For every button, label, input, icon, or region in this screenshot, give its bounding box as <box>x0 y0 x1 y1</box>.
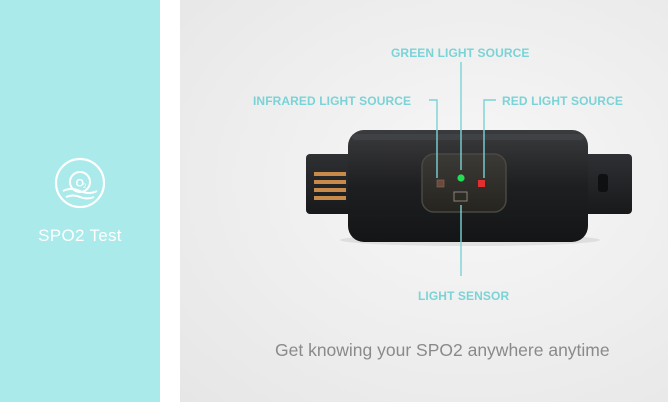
sensor-device-illustration <box>306 130 632 246</box>
oxygen-icon-letter: O <box>76 178 85 190</box>
green-led <box>457 174 465 182</box>
sensor-window <box>421 153 507 213</box>
red-callout-line <box>483 99 496 178</box>
sidebar-label: SPO2 Test <box>38 226 122 245</box>
light-sensor-label: LIGHT SENSOR <box>418 289 510 303</box>
red-light-source-label: RED LIGHT SOURCE <box>502 94 623 108</box>
sensor-diagram: GREEN LIGHT SOURCE INFRARED LIGHT SOURCE… <box>180 0 668 402</box>
oxygen-drop-icon: O 2 <box>54 157 106 209</box>
green-light-source-label: GREEN LIGHT SOURCE <box>391 46 530 60</box>
divider-gap <box>160 0 180 402</box>
tagline: Get knowing your SPO2 anywhere anytime <box>275 340 610 360</box>
infrared-led <box>436 179 445 188</box>
connector-pins <box>314 172 346 200</box>
light-sensor-chip <box>453 191 468 202</box>
oxygen-icon-subscript: 2 <box>83 184 87 190</box>
strap-slot <box>598 174 608 192</box>
sidebar: O 2 SPO2 Test <box>0 0 160 402</box>
infrared-callout-line <box>429 99 438 178</box>
infrared-light-source-label: INFRARED LIGHT SOURCE <box>253 94 412 108</box>
red-led <box>478 180 485 187</box>
callout-lines <box>429 62 496 276</box>
